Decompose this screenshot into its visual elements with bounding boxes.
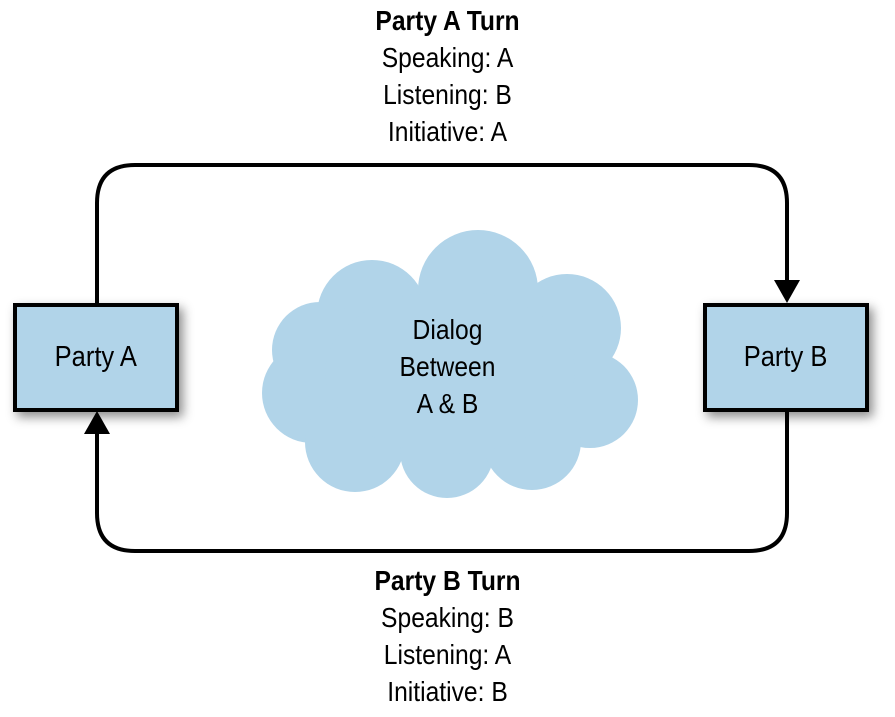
party-b-listening-line: Listening: A <box>383 639 512 670</box>
cloud-line-1: Dialog <box>412 314 483 345</box>
dialog-cloud-shape <box>262 230 638 498</box>
arrowhead-into-party-a-icon <box>84 411 110 434</box>
party-b-speaking-line: Speaking: B <box>381 602 514 633</box>
party-b-turn-label: Party B Turn Speaking: B Listening: A In… <box>54 562 842 710</box>
party-b-box-label: Party B <box>744 341 828 373</box>
party-a-turn-arrow-line <box>95 163 789 303</box>
party-a-listening-line: Listening: B <box>383 79 512 110</box>
party-b-turn-arrow-line <box>95 412 789 553</box>
party-a-turn-title: Party A Turn <box>375 5 520 36</box>
cloud-line-3: A & B <box>416 388 479 419</box>
party-b-initiative-line: Initiative: B <box>387 676 508 707</box>
party-a-turn-label: Party A Turn Speaking: A Listening: B In… <box>54 2 842 150</box>
party-b-turn-title: Party B Turn <box>374 565 521 596</box>
cloud-line-2: Between <box>399 351 496 382</box>
party-a-box: Party A <box>13 303 179 412</box>
party-a-speaking-line: Speaking: A <box>381 42 514 73</box>
party-a-initiative-line: Initiative: A <box>387 116 508 147</box>
party-a-box-label: Party A <box>54 341 138 373</box>
dialog-cloud-label: Dialog Between A & B <box>54 311 842 422</box>
arrowhead-into-party-b-icon <box>774 280 800 303</box>
party-b-box: Party B <box>703 303 869 412</box>
